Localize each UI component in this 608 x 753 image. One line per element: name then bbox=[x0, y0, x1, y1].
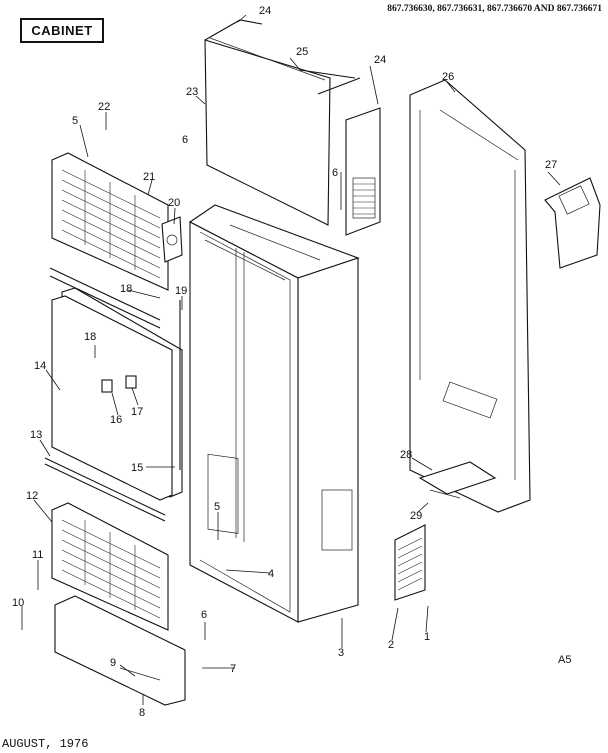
callout-15: 15 bbox=[131, 462, 143, 474]
callout-21: 21 bbox=[143, 171, 155, 183]
front-door-panel bbox=[44, 267, 183, 522]
callout-16: 16 bbox=[110, 414, 122, 426]
back-panel bbox=[409, 79, 531, 513]
callout-2: 2 bbox=[388, 639, 394, 651]
callout-6-bottom: 6 bbox=[201, 609, 207, 621]
side-panel-right bbox=[345, 107, 381, 236]
callout-27: 27 bbox=[545, 159, 557, 171]
publication-date: AUGUST, 1976 bbox=[2, 737, 89, 751]
callout-6-top: 6 bbox=[182, 134, 188, 146]
callout-20: 20 bbox=[168, 197, 180, 209]
callout-23: 23 bbox=[186, 86, 198, 98]
main-cabinet bbox=[188, 204, 360, 623]
callout-24-top: 24 bbox=[259, 5, 271, 17]
callout-leaders bbox=[21, 14, 561, 705]
callout-1: 1 bbox=[424, 631, 430, 643]
control-knob-plate bbox=[161, 216, 183, 263]
bracket bbox=[418, 461, 497, 499]
callout-22: 22 bbox=[98, 101, 110, 113]
page-code: A5 bbox=[558, 654, 572, 666]
lower-front-grille bbox=[51, 502, 169, 631]
callout-25: 25 bbox=[296, 46, 308, 58]
callout-13: 13 bbox=[30, 429, 42, 441]
callout-8: 8 bbox=[139, 707, 145, 719]
callout-24-side: 24 bbox=[374, 54, 386, 66]
callout-19: 19 bbox=[175, 285, 187, 297]
callout-18-lower: 18 bbox=[84, 331, 96, 343]
callout-5-cabinet: 5 bbox=[214, 501, 220, 513]
top-panel bbox=[204, 19, 361, 226]
model-numbers: 867.736630, 867.736631, 867.736670 AND 8… bbox=[387, 4, 602, 14]
callout-17: 17 bbox=[131, 406, 143, 418]
vent-cover bbox=[544, 177, 601, 269]
callout-11: 11 bbox=[32, 549, 43, 561]
callout-3: 3 bbox=[338, 647, 344, 659]
callout-12: 12 bbox=[26, 490, 38, 502]
callout-7: 7 bbox=[230, 663, 236, 675]
callout-10: 10 bbox=[12, 597, 24, 609]
callout-6-side: 6 bbox=[332, 167, 338, 179]
callout-14: 14 bbox=[34, 360, 46, 372]
callout-9: 9 bbox=[110, 657, 116, 669]
callout-numbers: 24 25 24 23 26 27 22 5 6 6 21 20 18 19 1… bbox=[12, 5, 557, 719]
callout-28: 28 bbox=[400, 449, 412, 461]
callout-4: 4 bbox=[268, 568, 274, 580]
callout-5-top: 5 bbox=[72, 115, 78, 127]
lower-right-grille bbox=[394, 524, 426, 601]
section-title: CABINET bbox=[20, 18, 104, 43]
callout-29: 29 bbox=[410, 510, 422, 522]
callout-18-upper: 18 bbox=[120, 283, 132, 295]
callout-26: 26 bbox=[442, 71, 454, 83]
